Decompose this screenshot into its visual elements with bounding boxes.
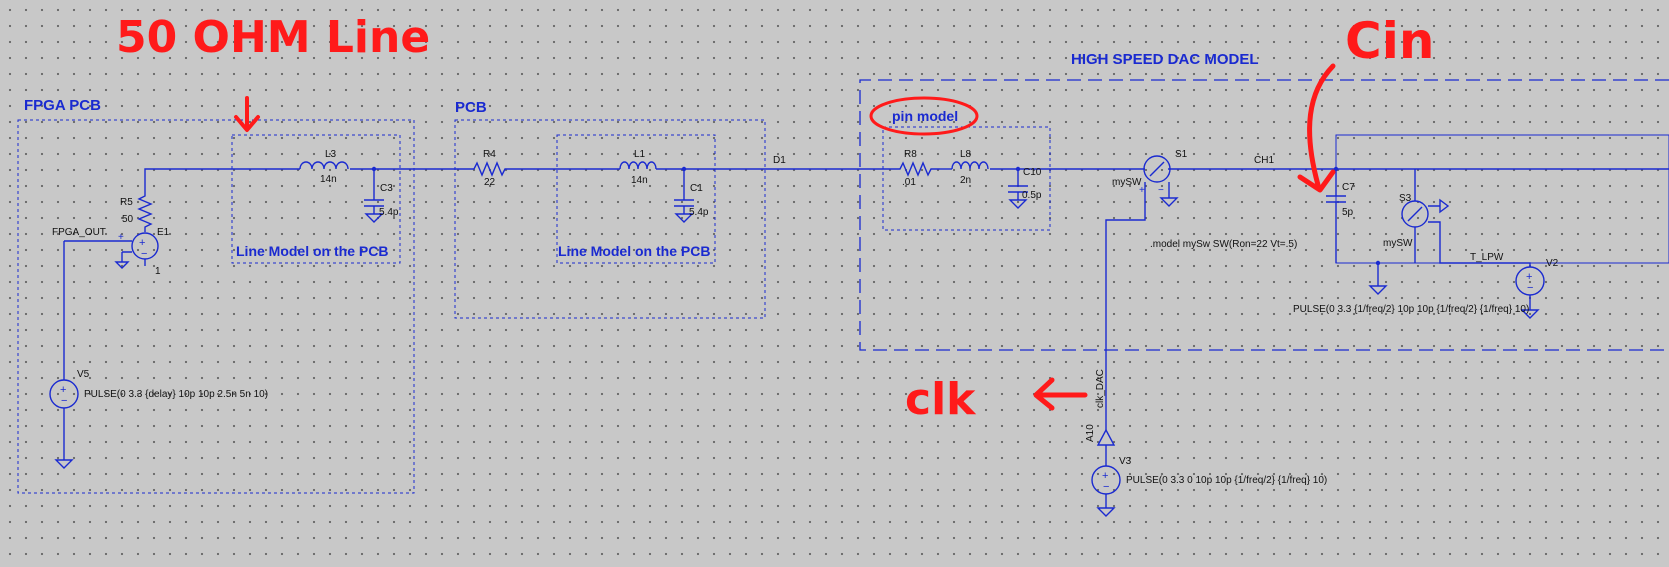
c10-value: 0.5p bbox=[1022, 190, 1042, 201]
annotation-cin: Cin bbox=[1345, 12, 1434, 70]
s3-label: S3 bbox=[1399, 193, 1412, 204]
v2-label: V2 bbox=[1546, 258, 1559, 269]
svg-text:−: − bbox=[141, 248, 147, 260]
r8-value: .01 bbox=[902, 177, 916, 188]
l3-value: 14n bbox=[320, 174, 337, 185]
e1-value: 1 bbox=[155, 266, 161, 277]
line-model-box-2 bbox=[556, 134, 716, 264]
l3-inductor[interactable] bbox=[299, 161, 349, 170]
directive: .model mySw SW(Ron=22 Vt=.5) bbox=[1150, 239, 1297, 250]
v3-value: PULSE(0 3.3 0 10p 10p {1/freq/2} {1/freq… bbox=[1126, 475, 1327, 486]
r8-resistor[interactable] bbox=[895, 161, 940, 177]
fpga-pcb-box bbox=[17, 119, 415, 494]
s1-model: mySW bbox=[1112, 177, 1142, 188]
l8-inductor[interactable] bbox=[951, 161, 989, 170]
svg-text:−: − bbox=[1527, 282, 1533, 294]
c7-label: C7 bbox=[1342, 182, 1355, 193]
e1-label: E1 bbox=[157, 227, 170, 238]
c3-value: 5.4p bbox=[379, 207, 399, 218]
c7-value: 5p bbox=[1342, 207, 1354, 218]
r5-resistor[interactable] bbox=[137, 190, 153, 232]
svg-text:+: + bbox=[1102, 470, 1108, 482]
svg-text:+: + bbox=[1526, 271, 1532, 283]
l1-inductor[interactable] bbox=[619, 161, 657, 170]
c3-capacitor[interactable] bbox=[364, 169, 384, 214]
line-model-label-1: Line Model on the PCB bbox=[236, 243, 388, 259]
line-model-label-2: Line Model on the PCB bbox=[558, 243, 710, 259]
s3-model: mySW bbox=[1383, 238, 1413, 249]
c7-capacitor[interactable] bbox=[1326, 169, 1346, 263]
s1-label: S1 bbox=[1175, 149, 1188, 160]
c10-capacitor[interactable] bbox=[1008, 169, 1028, 200]
annotation-clk: clk bbox=[905, 374, 977, 425]
ch1-net: CH1 bbox=[1254, 155, 1274, 166]
main-wire bbox=[144, 168, 300, 190]
r4-label: R4 bbox=[483, 149, 496, 160]
pin-model-box bbox=[882, 126, 1051, 231]
dac-model-box bbox=[859, 79, 1669, 351]
l1-label: L1 bbox=[634, 149, 646, 160]
svg-text:−: − bbox=[1158, 185, 1164, 196]
v5-label: V5 bbox=[77, 369, 90, 380]
c1-capacitor[interactable] bbox=[674, 169, 694, 214]
pcb-title: PCB bbox=[455, 99, 487, 116]
v3-label: V3 bbox=[1119, 456, 1132, 467]
arrow-down-annotation bbox=[234, 96, 260, 132]
svg-text:+: + bbox=[139, 237, 145, 249]
c3-label: C3 bbox=[380, 183, 393, 194]
l8-label: L8 bbox=[960, 149, 972, 160]
a10-label: A10 bbox=[1085, 424, 1096, 442]
dac-model-title: HIGH SPEED DAC MODEL bbox=[1071, 51, 1259, 68]
svg-text:+: + bbox=[118, 232, 124, 243]
r8-label: R8 bbox=[904, 149, 917, 160]
r5-value: 50 bbox=[122, 214, 134, 225]
l8-value: 2n bbox=[960, 175, 971, 186]
pcb-box bbox=[454, 119, 766, 319]
pin-model-highlight bbox=[869, 96, 979, 136]
fpga-out-net: FPGA_OUT bbox=[52, 227, 106, 238]
t-lpw-net: T_LPW bbox=[1470, 252, 1504, 263]
fpga-pcb-title: FPGA PCB bbox=[24, 97, 101, 114]
v5-value: PULSE(0 3.3 {delay} 10p 10p 2.5n 5n 10) bbox=[84, 389, 268, 400]
v2-value: PULSE(0 3.3 {1/freq/2} 10p 10p {1/freq/2… bbox=[1293, 304, 1529, 315]
svg-text:+: + bbox=[60, 384, 66, 396]
c1-label: C1 bbox=[690, 183, 703, 194]
r4-value: 22 bbox=[484, 177, 496, 188]
clk-arrow bbox=[1033, 377, 1088, 411]
d1-net: D1 bbox=[773, 155, 786, 166]
r4-resistor[interactable] bbox=[470, 161, 510, 177]
annotation-50-ohm-line: 50 OHM Line bbox=[116, 12, 430, 63]
l3-label: L3 bbox=[325, 149, 337, 160]
clk-dac-net: clk_DAC bbox=[1095, 369, 1106, 408]
svg-text:+: + bbox=[1139, 185, 1145, 196]
a10-buffer[interactable] bbox=[1096, 428, 1116, 446]
svg-text:−: − bbox=[1103, 481, 1109, 493]
l1-value: 14n bbox=[631, 175, 648, 186]
c1-value: 5.4p bbox=[689, 207, 709, 218]
pin-model-title: pin model bbox=[892, 108, 958, 124]
line-model-box-1 bbox=[231, 134, 401, 264]
s1-switch[interactable] bbox=[1143, 155, 1171, 183]
c10-label: C10 bbox=[1023, 167, 1042, 178]
r5-label: R5 bbox=[120, 197, 133, 208]
svg-text:−: − bbox=[61, 395, 67, 407]
cin-arrow bbox=[1297, 63, 1336, 193]
